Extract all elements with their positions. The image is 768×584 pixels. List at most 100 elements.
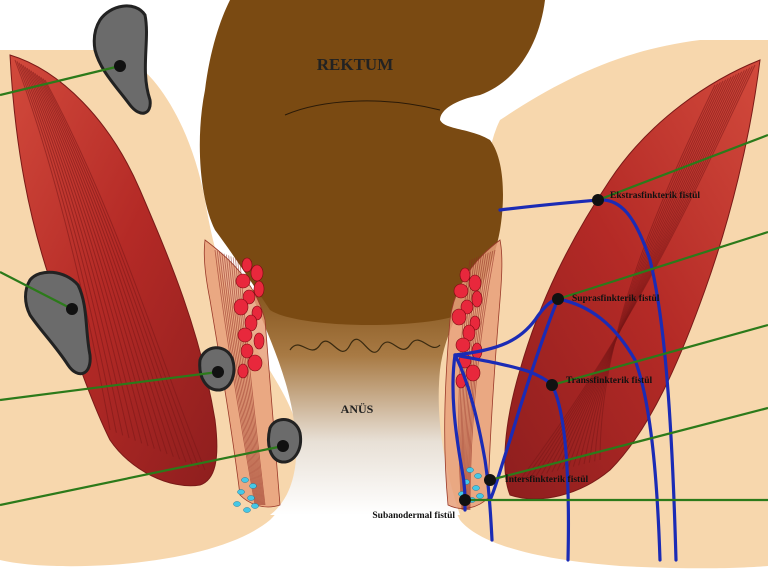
muscle-fiber xyxy=(588,82,721,463)
muscle-fiber xyxy=(594,83,719,462)
muscle-fiber xyxy=(535,68,748,477)
dot-intersfinkterik xyxy=(484,474,496,486)
gland xyxy=(249,483,257,489)
vessel xyxy=(459,267,471,283)
left-hemorrhoidal-vessels xyxy=(233,257,265,379)
anal-canal xyxy=(250,270,480,515)
dentate-line xyxy=(289,338,441,353)
label-ekstrasfinkterik: Ekstrasfinkterik fistül xyxy=(610,191,700,201)
vessel xyxy=(465,364,481,382)
vessel xyxy=(253,332,265,350)
vessel xyxy=(471,290,483,308)
vessel xyxy=(241,257,253,273)
muscle-fiber xyxy=(567,76,732,469)
vessel xyxy=(240,343,254,359)
gland xyxy=(466,467,474,473)
gland xyxy=(237,489,245,495)
left-anal-glands xyxy=(233,477,259,513)
leader-left-2 xyxy=(0,271,73,310)
vessel xyxy=(460,299,474,315)
gland xyxy=(247,495,255,501)
rectum xyxy=(199,0,545,325)
label-suprasfinkterik: Suprasfinkterik fistül xyxy=(572,294,660,304)
sphincter-fiber xyxy=(221,252,259,506)
muscle-fiber xyxy=(38,75,187,463)
right-hemorrhoidal-vessels xyxy=(451,267,483,389)
sphincter-fiber xyxy=(219,251,258,506)
vessel xyxy=(247,354,263,372)
muscle-fiber xyxy=(34,73,174,457)
label-intersfinkterik: İntersfinkterik fistül xyxy=(505,473,588,485)
vessel xyxy=(468,274,482,292)
muscle-fiber xyxy=(562,75,735,470)
abscess-supralevator xyxy=(92,4,152,115)
muscle-fiber xyxy=(599,84,716,461)
muscle-fiber xyxy=(42,78,200,468)
right-anal-glands xyxy=(458,467,484,503)
dot-transsfinkterik xyxy=(546,379,558,391)
vessel xyxy=(237,327,253,343)
muscle-fiber xyxy=(28,69,155,449)
gland xyxy=(476,493,484,499)
muscle-fiber xyxy=(44,79,206,471)
dot-left-3 xyxy=(212,366,224,378)
rectum-fold-line xyxy=(284,100,441,116)
dot-ekstrasfinkterik xyxy=(592,194,604,206)
gland xyxy=(251,503,259,509)
muscle-fiber xyxy=(32,71,168,455)
muscle-fiber xyxy=(519,64,756,481)
muscle-fiber xyxy=(20,63,130,439)
muscle-fiber xyxy=(24,66,143,444)
muscle-fiber xyxy=(36,74,181,460)
muscle-fiber xyxy=(22,65,136,441)
gland xyxy=(241,477,249,483)
leader-left-4 xyxy=(0,444,284,507)
right-leader-dots xyxy=(459,194,604,506)
muscle-fiber xyxy=(540,70,745,475)
tract-ekstrasfinkterik xyxy=(498,198,678,562)
vessel xyxy=(451,308,467,326)
muscle-fiber xyxy=(14,59,111,431)
muscle-fiber xyxy=(40,77,193,465)
label-anus: ANÜS xyxy=(341,402,374,416)
muscle-fiber xyxy=(524,66,753,479)
dot-left-2 xyxy=(66,303,78,315)
abscess-ischiorectal xyxy=(24,270,92,376)
vessel xyxy=(237,363,249,379)
vessel xyxy=(453,283,469,299)
muscle-fiber xyxy=(26,67,149,447)
gland xyxy=(233,501,241,507)
vessel xyxy=(233,298,249,316)
tract-suprasfinkterik-up xyxy=(488,297,560,502)
left-leader-lines xyxy=(0,64,284,507)
right-leader-lines xyxy=(465,133,768,502)
dot-suprasfinkterik xyxy=(552,293,564,305)
muscle-fiber xyxy=(530,67,751,478)
dot-left-4 xyxy=(277,440,289,452)
dot-subanodermal xyxy=(459,494,471,506)
label-subanodermal: Subanodermal fistül xyxy=(372,511,455,521)
muscle-fiber xyxy=(30,70,162,452)
label-rektum: REKTUM xyxy=(317,55,394,74)
tract-intersfinkterik xyxy=(453,353,494,542)
vessel xyxy=(250,264,264,282)
leader-right-4 xyxy=(489,406,768,482)
leader-right-2 xyxy=(557,230,768,301)
muscle-fiber xyxy=(572,78,729,467)
muscle-fiber xyxy=(556,74,737,471)
left-leader-dots xyxy=(66,60,289,452)
vessel xyxy=(242,289,256,305)
gland xyxy=(472,485,480,491)
vessel xyxy=(235,273,251,289)
vessel xyxy=(253,280,265,298)
dot-left-1 xyxy=(114,60,126,72)
gland xyxy=(474,473,482,479)
label-transsfinkterik: Transsfinkterik fistül xyxy=(566,376,652,386)
gland xyxy=(243,507,251,513)
leader-left-3 xyxy=(0,370,219,402)
leader-right-3 xyxy=(551,323,768,387)
vessel xyxy=(455,337,471,353)
muscle-fiber xyxy=(18,62,124,436)
